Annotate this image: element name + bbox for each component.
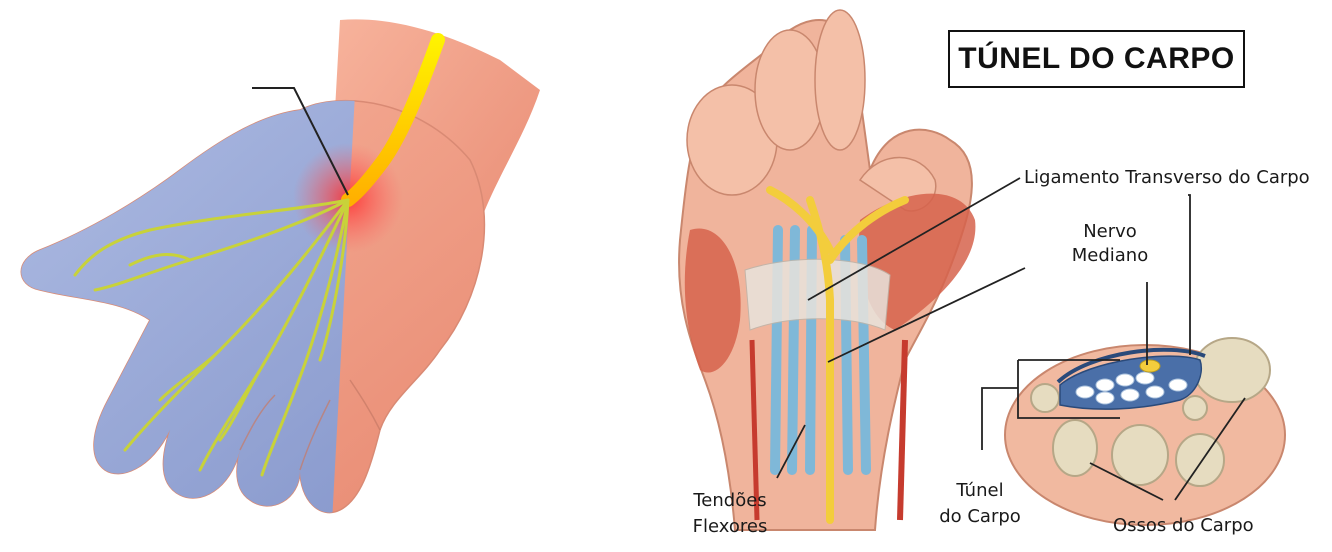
label-tunel-do-carpo: Túnel do Carpo	[930, 478, 1030, 530]
title-box: TÚNEL DO CARPO	[948, 30, 1245, 88]
label-tunel-line1: Túnel	[930, 478, 1030, 504]
diagram-title: TÚNEL DO CARPO	[958, 42, 1234, 76]
label-nervo-mediano: Nervo Mediano	[1065, 220, 1155, 268]
label-tendoes-line2: Flexores	[680, 514, 780, 540]
left-hand-illustration	[21, 19, 540, 512]
right-hand-anatomy	[679, 10, 975, 530]
label-ossos-do-carpo: Ossos do Carpo	[1113, 514, 1254, 538]
median-nerve-section	[1140, 360, 1160, 372]
label-nervo-line1: Nervo	[1065, 220, 1155, 244]
label-nervo-line2: Mediano	[1065, 244, 1155, 268]
label-ligamento: Ligamento Transverso do Carpo	[1024, 166, 1310, 190]
label-tendoes-flexores: Tendões Flexores	[680, 488, 780, 540]
label-tunel-line2: do Carpo	[930, 504, 1030, 530]
cross-section	[1005, 338, 1285, 525]
label-tendoes-line1: Tendões	[680, 488, 780, 514]
